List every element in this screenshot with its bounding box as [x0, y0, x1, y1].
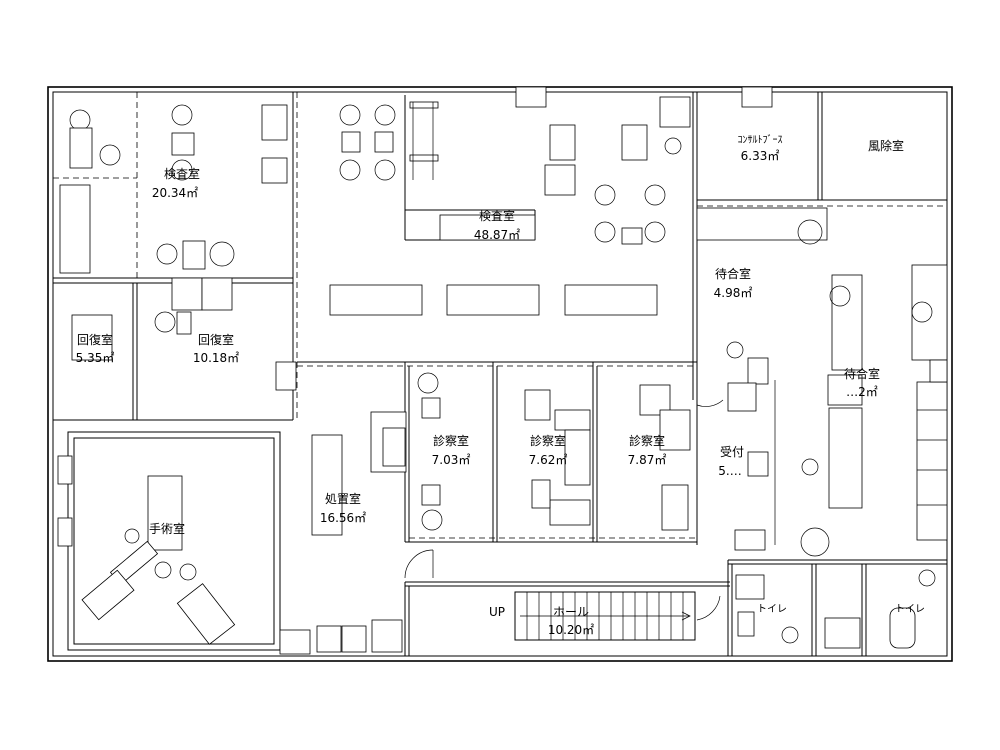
- room-fujo-name: 風除室: [868, 138, 904, 153]
- room-machiai-small-name: 待合室: [715, 266, 751, 281]
- room-consult-booth-name: ｺﾝｻﾙﾄﾌﾞｰｽ: [738, 134, 783, 146]
- room-kaifuku-2-area: 10.18㎡: [193, 351, 239, 365]
- room-machiai-main-area: …2㎡: [846, 385, 878, 399]
- room-shinsatsu-3-area: 7.87㎡: [628, 453, 667, 467]
- room-hall-area: 10.20㎡: [548, 623, 594, 637]
- room-kaifuku-1-area: 5.35㎡: [76, 351, 115, 365]
- room-shinsatsu-1-name: 診察室: [433, 433, 469, 448]
- room-uketsuke-area: 5.…: [718, 464, 741, 478]
- room-toilet-2-name: トイレ: [895, 604, 925, 615]
- room-machiai-small-area: 4.98㎡: [714, 286, 753, 300]
- room-labels: 検査室 20.34㎡ 検査室 48.87㎡ ｺﾝｻﾙﾄﾌﾞｰｽ 6.33㎡ 風除…: [76, 134, 925, 637]
- stair-up-label: UP: [489, 605, 505, 619]
- room-consult-booth-area: 6.33㎡: [741, 149, 780, 163]
- room-uketsuke-name: 受付: [720, 445, 744, 459]
- furniture: [57, 86, 948, 655]
- room-machiai-main-name: 待合室: [844, 366, 880, 381]
- room-shochi-name: 処置室: [325, 491, 361, 506]
- room-kensa-small-area: 20.34㎡: [152, 186, 198, 200]
- room-kaifuku-1-name: 回復室: [77, 332, 113, 347]
- room-toilet-1-name: トイレ: [757, 604, 787, 615]
- interior-walls: [53, 92, 947, 656]
- room-shinsatsu-2-name: 診察室: [530, 433, 566, 448]
- room-kensa-large-area: 48.87㎡: [474, 228, 520, 242]
- room-shinsatsu-1-area: 7.03㎡: [432, 453, 471, 467]
- room-hall-name: ホール: [553, 605, 589, 619]
- room-kaifuku-2-name: 回復室: [198, 332, 234, 347]
- room-shujutsu-name: 手術室: [149, 521, 185, 536]
- room-shinsatsu-2-area: 7.62㎡: [529, 453, 568, 467]
- room-shinsatsu-3-name: 診察室: [629, 433, 665, 448]
- room-kensa-small-name: 検査室: [164, 166, 200, 181]
- staircase: [514, 591, 696, 641]
- room-kensa-large-name: 検査室: [479, 208, 515, 223]
- room-shochi-area: 16.56㎡: [320, 511, 366, 525]
